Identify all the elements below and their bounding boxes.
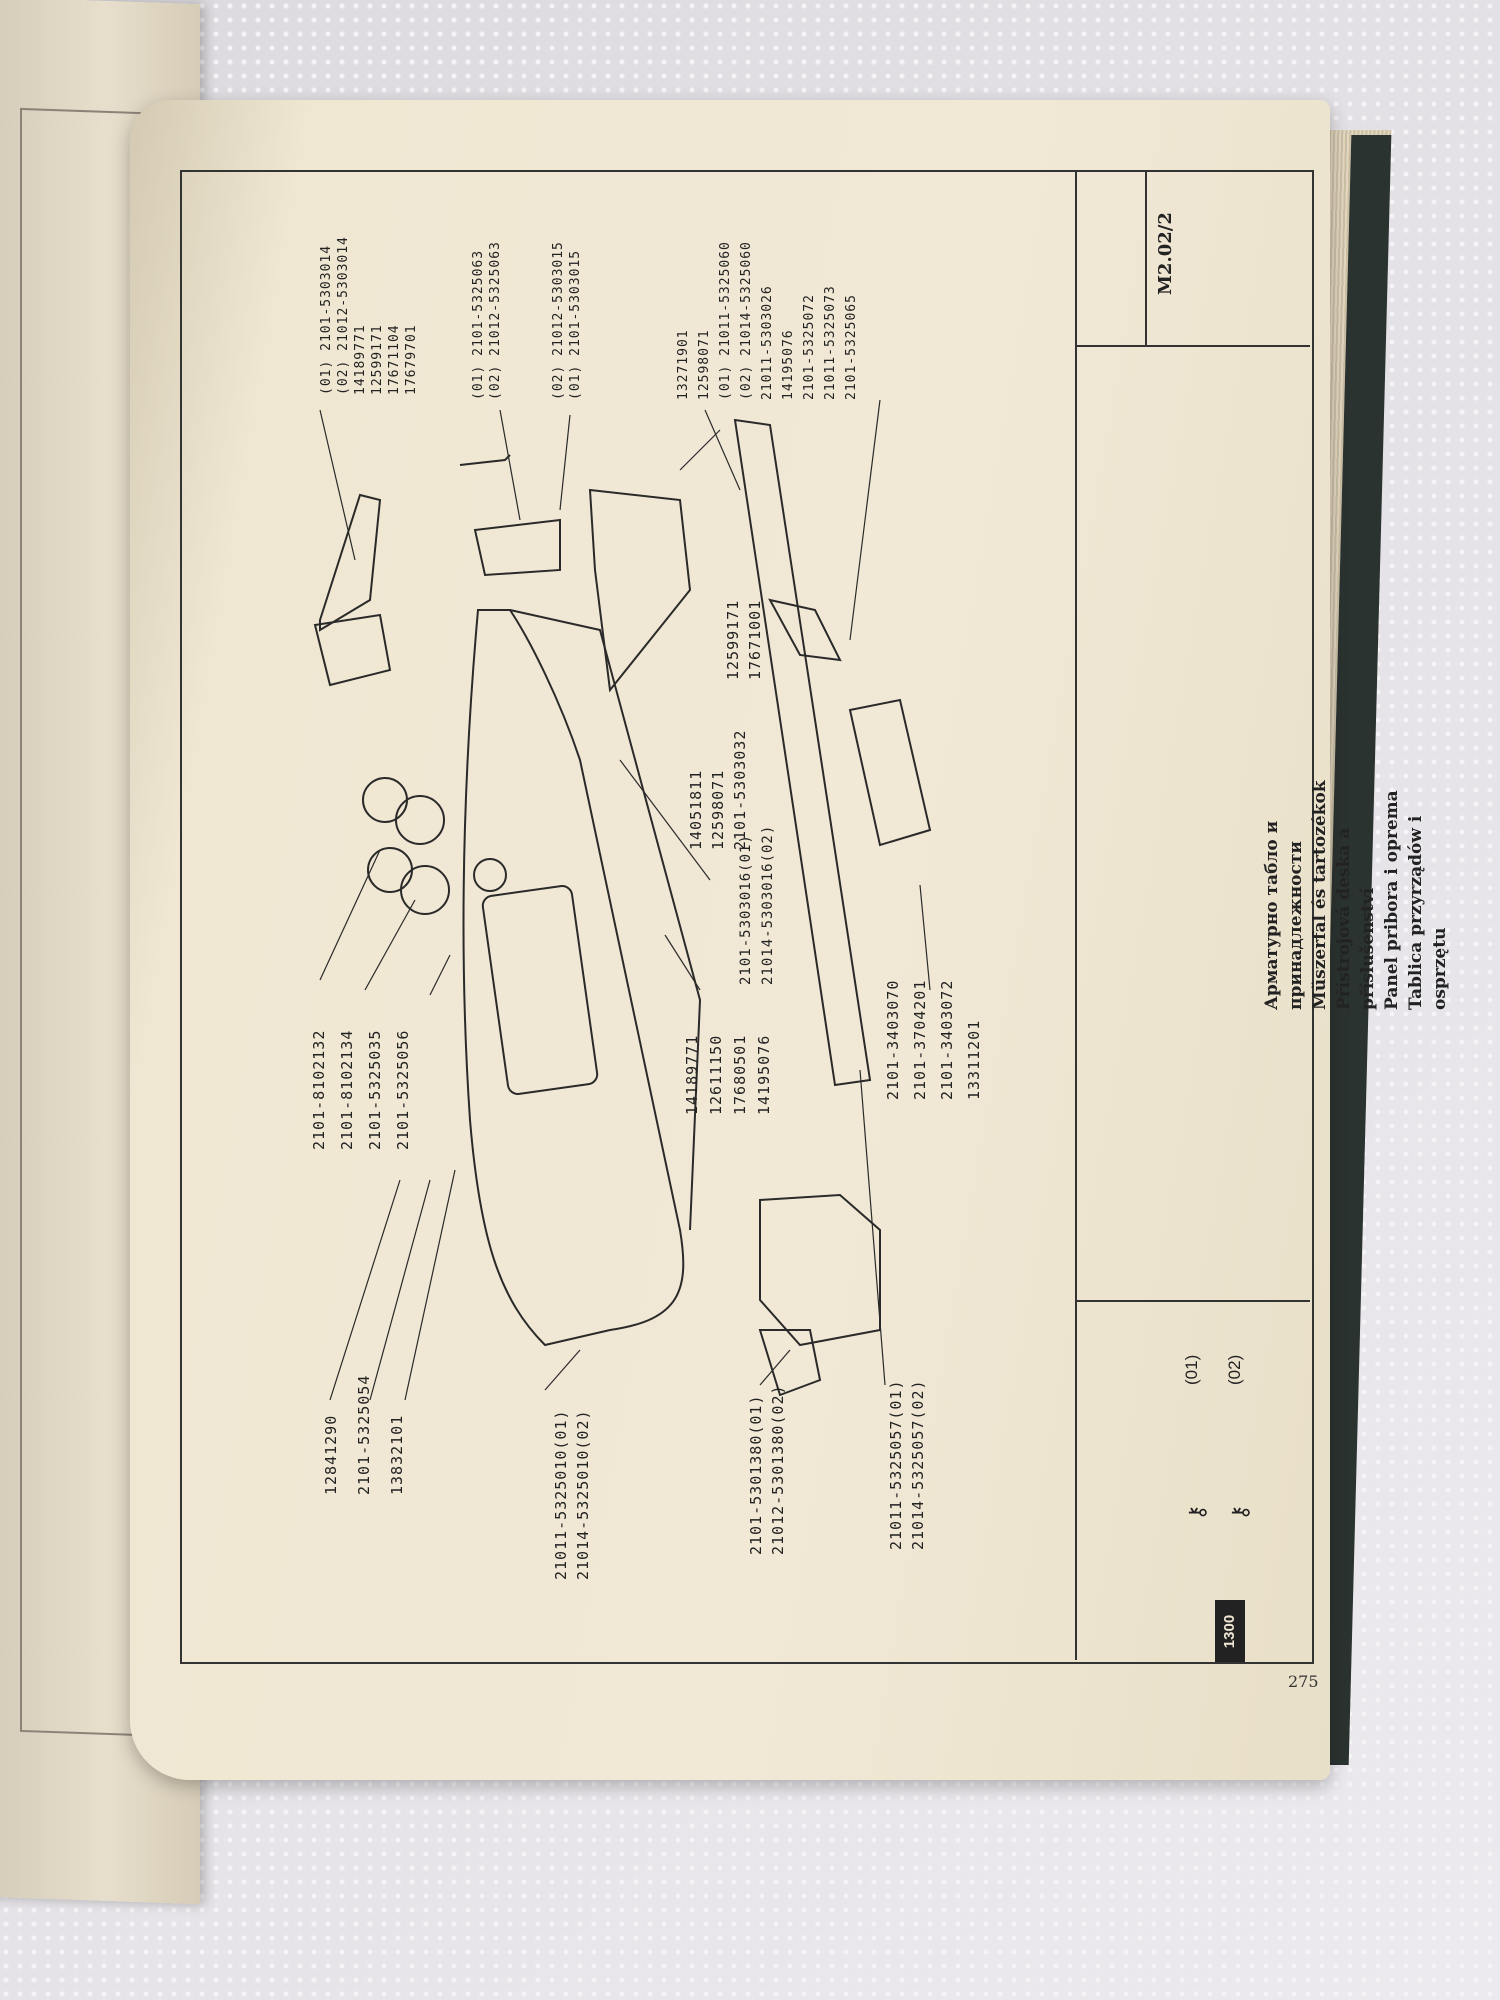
part-number: (02) 21012-5303014	[336, 236, 351, 395]
part-number: 17671001	[746, 599, 764, 680]
part-number: 2101-8102134	[338, 1029, 356, 1150]
part-number: 14195076	[781, 329, 796, 400]
part-number: 2101-8102132	[310, 1029, 328, 1150]
part-number: 12611150	[707, 1034, 725, 1115]
part-number: (01) 21011-5325060	[718, 241, 733, 400]
part-number: 2101-5301380(01)	[747, 1394, 765, 1556]
part-number: 21011-5325073	[823, 285, 838, 400]
part-number: 13271901	[676, 329, 691, 400]
part-labels-top-group-3: (02) 21012-5303015 (01) 2101-5303015	[550, 241, 584, 400]
key-icon: ⚷	[1185, 1504, 1211, 1521]
part-number: 2101-5325054	[355, 1374, 373, 1495]
part-number: 14051811	[687, 769, 705, 850]
legend-symbol-02: (02)	[1225, 1354, 1244, 1385]
page-title: Арматурно табло и принадлежности Müszerf…	[1260, 770, 1452, 1010]
key-icon: ⚷	[1228, 1504, 1254, 1521]
part-labels-center-group: 14051811 12598071 2101-5303032	[685, 730, 751, 850]
part-number: 17679701	[404, 324, 419, 395]
part-number: 2101-5303032	[731, 729, 749, 850]
title-line-hu: Müszerfal és tartozékok	[1310, 780, 1330, 1010]
part-labels-top-group-2: (01) 2101-5325063 (02) 21012-5325063	[470, 241, 504, 400]
part-number: 21012-5301380(02)	[769, 1384, 787, 1555]
part-number: 12598071	[697, 329, 712, 400]
part-number: 21014-5303016(02)	[760, 824, 776, 985]
part-number: 21011-5303026	[760, 285, 775, 400]
title-divider	[1075, 170, 1077, 1660]
part-number: 12598071	[709, 769, 727, 850]
part-number: 21011-5325057(01)	[887, 1379, 905, 1550]
part-number: 2101-5325035	[366, 1029, 384, 1150]
left-page-frame	[20, 107, 144, 1737]
part-number: 2101-5325056	[394, 1029, 412, 1150]
part-number: 21011-5325010(01)	[552, 1409, 570, 1580]
code-divider	[1075, 345, 1310, 347]
part-number: 14195076	[755, 1034, 773, 1115]
page-number: 275	[1288, 1672, 1319, 1691]
part-number: 21014-5325010(02)	[574, 1409, 592, 1580]
part-number: 12599171	[724, 599, 742, 680]
title-line-cz: Přístrojová deska a příslušenství	[1334, 827, 1378, 1010]
part-number: 2101-3704201	[911, 979, 929, 1100]
code-vdivider	[1145, 170, 1147, 345]
part-number: (02) 21012-5325063	[488, 241, 503, 400]
part-number: 13311201	[965, 1019, 983, 1100]
page-frame	[180, 170, 1314, 1664]
part-number: (02) 21012-5303015	[551, 241, 566, 400]
part-number: 13832101	[388, 1414, 406, 1495]
title-line-pl: Tablica przyrządów i osprzętu	[1406, 815, 1450, 1010]
part-labels-ashtray: 2101-3403070 2101-3704201 2101-3403072 1…	[880, 980, 988, 1100]
part-labels-top-group-1: (01) 2101-5303014 (02) 21012-5303014 141…	[318, 236, 420, 395]
part-number: (01) 2101-5303015	[568, 249, 583, 400]
part-labels-top-group-4: 13271901 12598071 (01) 21011-5325060 (02…	[673, 241, 862, 400]
part-labels-gauges: 2101-8102132 2101-8102134 2101-5325035 2…	[305, 1030, 417, 1150]
part-number: 17680501	[731, 1034, 749, 1115]
part-number: 14189771	[353, 324, 368, 395]
part-labels-panel-main: 21011-5325010(01) 21014-5325010(02)	[550, 1409, 594, 1580]
part-labels-glovebox-lid: 21011-5325057(01) 21014-5325057(02)	[885, 1379, 929, 1550]
title-line-ru: Арматурно табло и принадлежности	[1262, 820, 1306, 1010]
part-number: 2101-5325065	[844, 294, 859, 400]
part-number: 2101-3403070	[884, 979, 902, 1100]
legend-divider	[1075, 1300, 1310, 1302]
model-badge: 1300	[1215, 1600, 1245, 1662]
part-labels-left-column: 12841290 2101-5325054 13832101	[315, 1375, 414, 1495]
part-number: (01) 2101-5325063	[471, 249, 486, 400]
part-labels-middle-screws: 14189771 12611150 17680501 14195076	[680, 1035, 776, 1115]
part-labels-top-pair: 12599171 17671001	[722, 600, 766, 680]
model-badge-text: 1300	[1221, 1614, 1239, 1648]
part-number: 12841290	[322, 1414, 340, 1495]
part-number: 2101-3403072	[938, 979, 956, 1100]
legend-symbol-01: (01)	[1182, 1354, 1201, 1385]
part-number: 17671104	[387, 324, 402, 395]
part-number: (01) 2101-5303014	[319, 244, 334, 395]
part-labels-glovebox-frame: 2101-5301380(01) 21012-5301380(02)	[745, 1384, 789, 1555]
part-number: 21014-5325057(02)	[909, 1379, 927, 1550]
part-number: 2101-5325072	[802, 294, 817, 400]
part-number: (02) 21014-5325060	[739, 241, 754, 400]
part-number: 14189771	[683, 1034, 701, 1115]
section-code: M2.02/2	[1155, 212, 1176, 295]
part-number: 12599171	[370, 324, 385, 395]
title-line-sr: Panel pribora i oprema	[1382, 790, 1402, 1010]
